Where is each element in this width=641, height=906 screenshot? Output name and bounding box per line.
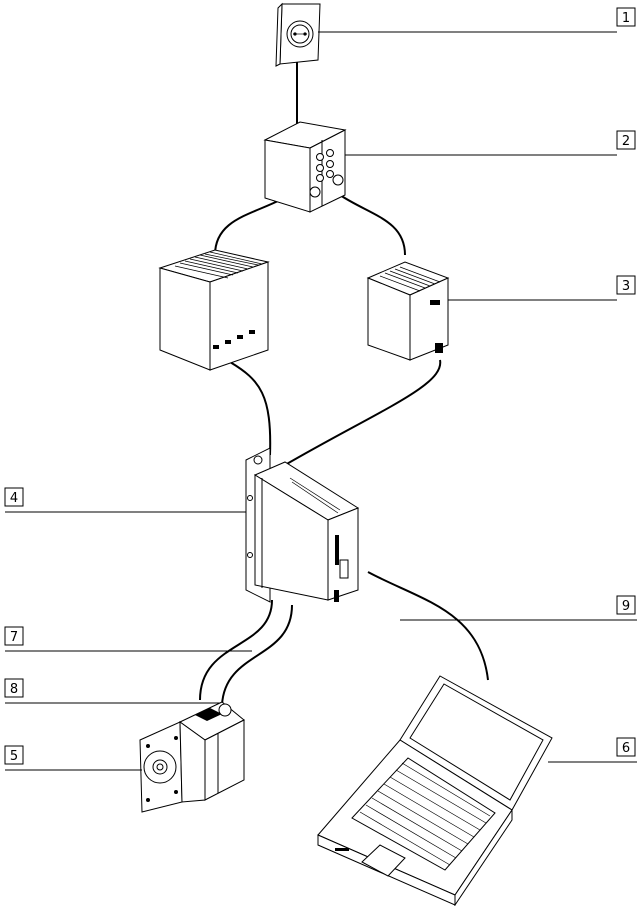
callout-7-label: 7 [10, 630, 18, 645]
callout-2: 2 [616, 130, 636, 150]
callout-8-label: 8 [10, 682, 18, 697]
mains-socket [275, 2, 321, 67]
callout-3-label: 3 [622, 279, 630, 294]
cable-switch-to-left-psu [214, 199, 281, 256]
power-supply-right [366, 261, 450, 361]
callout-4: 4 [4, 487, 24, 507]
main-switch-box [263, 121, 347, 213]
cable-left-psu-to-controller [229, 361, 272, 456]
callout-6: 6 [616, 737, 636, 757]
servo-controller [245, 447, 360, 603]
callout-8: 8 [4, 678, 24, 698]
cable-controller-to-laptop [367, 571, 489, 681]
servo-motor [139, 701, 245, 813]
callout-3: 3 [616, 275, 636, 295]
laptop [317, 675, 553, 906]
callout-7: 7 [4, 626, 24, 646]
callout-4-label: 4 [10, 491, 18, 506]
power-supply-left [158, 249, 270, 371]
callout-1: 1 [616, 7, 636, 27]
callout-9: 9 [616, 595, 636, 615]
cables [199, 60, 489, 706]
cable-right-psu-to-controller [284, 359, 442, 466]
cable-motor-encoder [221, 604, 293, 706]
cable-motor-power [199, 599, 273, 701]
callout-5-label: 5 [10, 749, 18, 764]
callout-6-label: 6 [622, 741, 630, 756]
callout-9-label: 9 [622, 599, 630, 614]
cable-switch-to-right-psu [339, 194, 406, 256]
callout-leaders [5, 31, 637, 771]
callout-1-label: 1 [622, 11, 630, 26]
callout-5: 5 [4, 745, 24, 765]
callout-2-label: 2 [622, 134, 630, 149]
